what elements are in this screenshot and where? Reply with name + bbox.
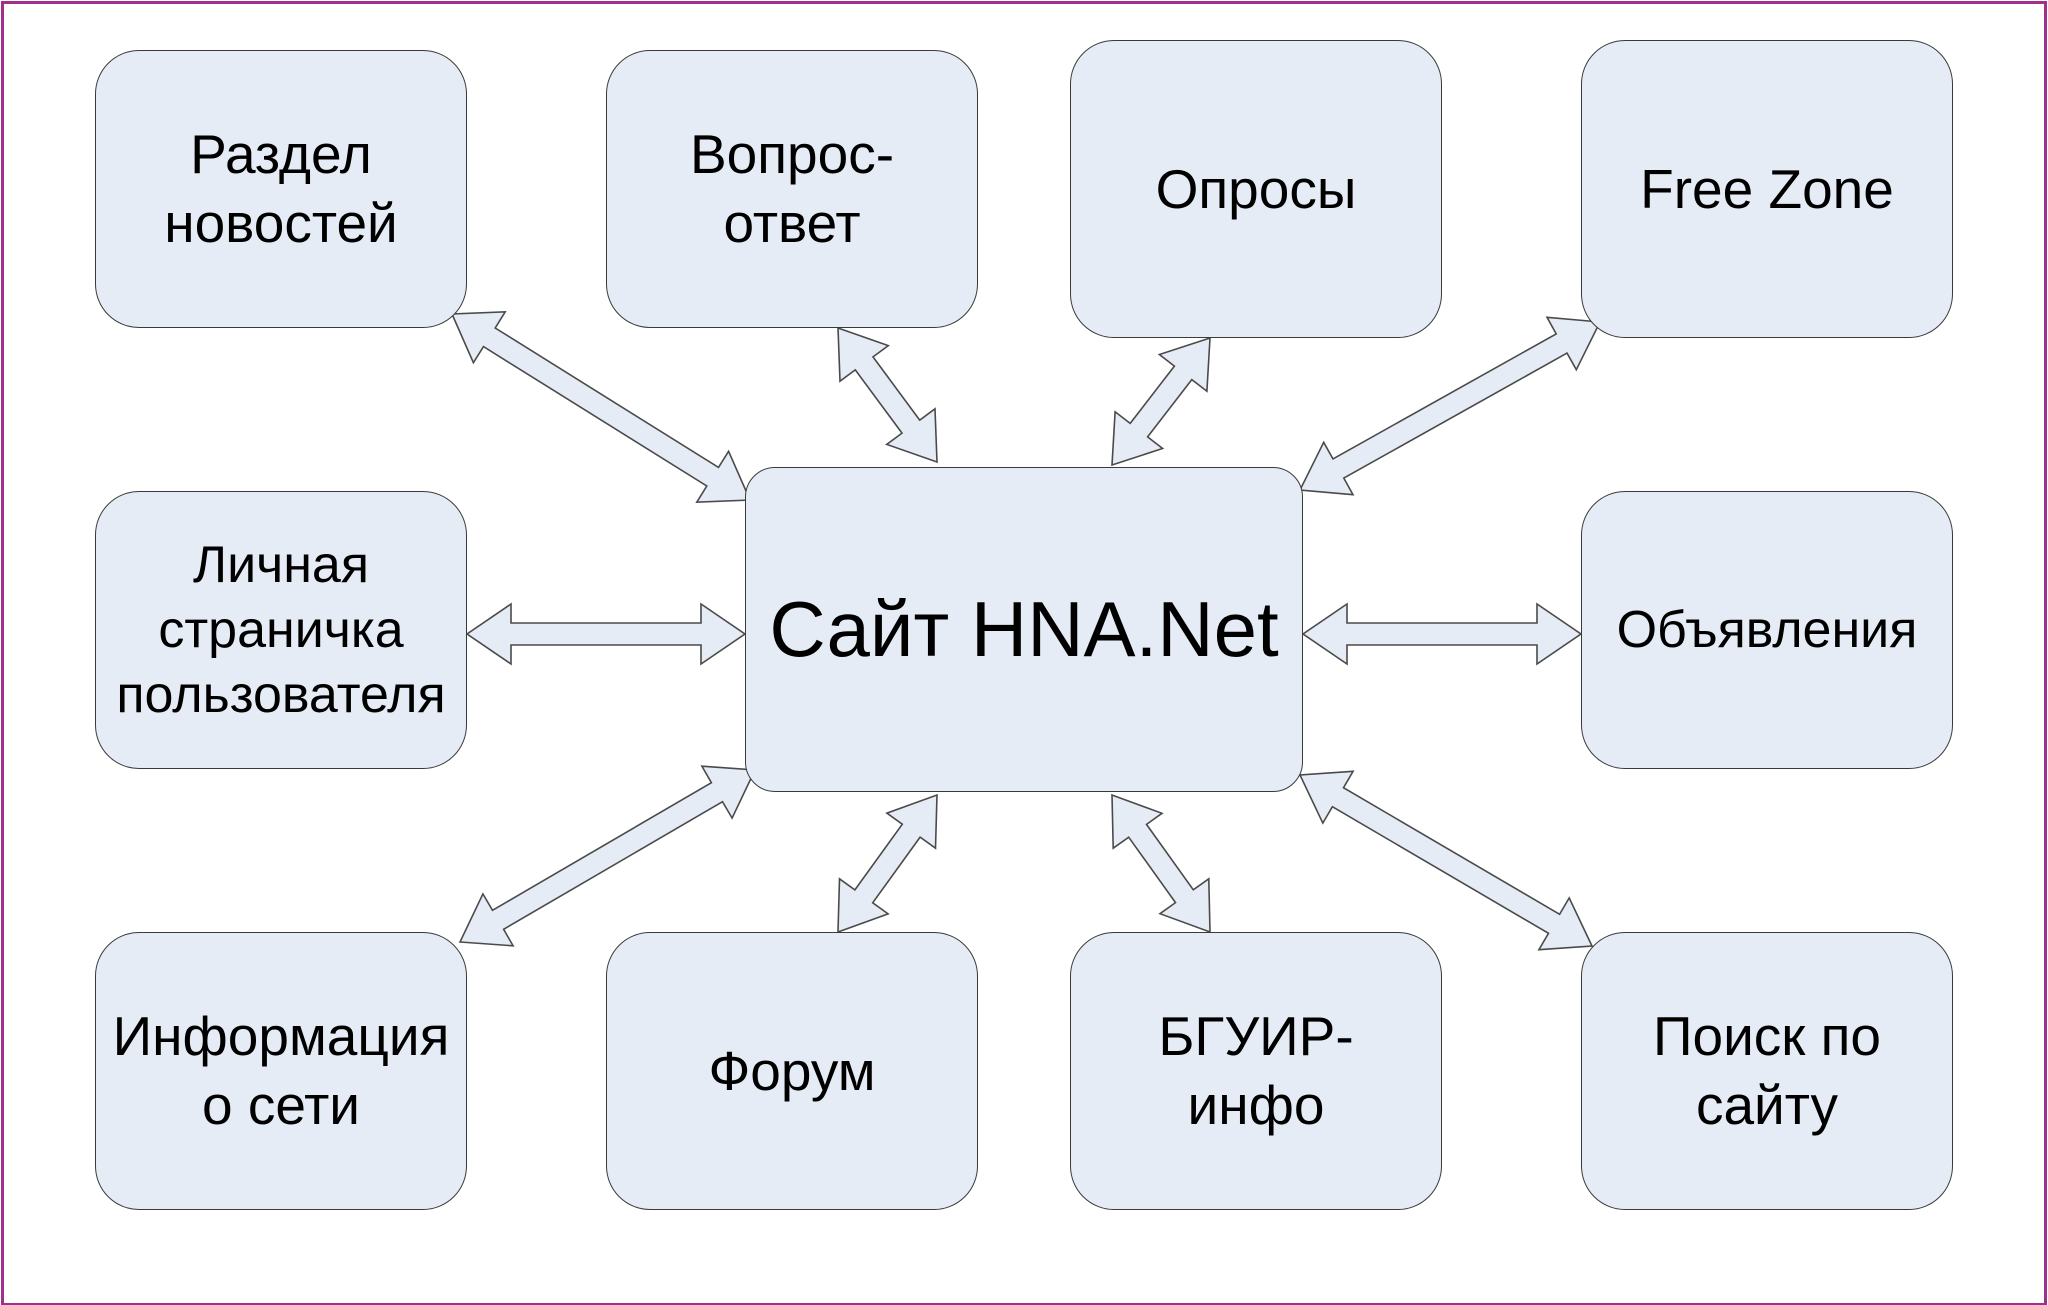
node-announcements-label: Объявления [1616,600,1918,659]
double-arrow-search [1298,770,1594,951]
double-arrow-freezone [1298,316,1602,496]
node-forum: Форум [606,932,978,1210]
double-arrow-news [450,310,752,504]
node-user-profile: Личная страничка пользователя [95,491,467,769]
double-arrow-profile [465,602,747,666]
double-arrow-forum [837,793,938,934]
node-user-profile-label: Личная страничка пользователя [116,535,446,724]
node-question-answer-label: Вопрос- ответ [689,123,895,254]
node-polls-label: Опросы [1155,157,1357,220]
node-bsuir-info-label: БГУИР- инфо [1158,1005,1354,1136]
node-polls: Опросы [1070,40,1442,338]
node-network-info-label: Информация о сети [112,1005,450,1136]
node-site-search-label: Поиск по сайту [1652,1005,1882,1136]
node-announcements: Объявления [1581,491,1953,769]
node-question-answer: Вопрос- ответ [606,50,978,328]
double-arrow-bsuir [1111,793,1211,934]
node-site-center-label: Сайт HNA.Net [769,584,1279,673]
double-arrow-qa [837,326,938,464]
node-free-zone-label: Free Zone [1640,157,1894,220]
node-network-info: Информация о сети [95,932,467,1210]
node-bsuir-info: БГУИР- инфо [1070,932,1442,1210]
node-site-search: Поиск по сайту [1581,932,1953,1210]
node-free-zone: Free Zone [1581,40,1953,338]
double-arrow-polls [1111,336,1211,467]
node-forum-label: Форум [708,1039,876,1102]
double-arrow-netinfo [458,765,757,947]
double-arrow-ads [1301,602,1583,666]
node-site-center: Сайт HNA.Net [745,467,1303,792]
node-news-section-label: Раздел новостей [164,123,398,254]
node-news-section: Раздел новостей [95,50,467,328]
